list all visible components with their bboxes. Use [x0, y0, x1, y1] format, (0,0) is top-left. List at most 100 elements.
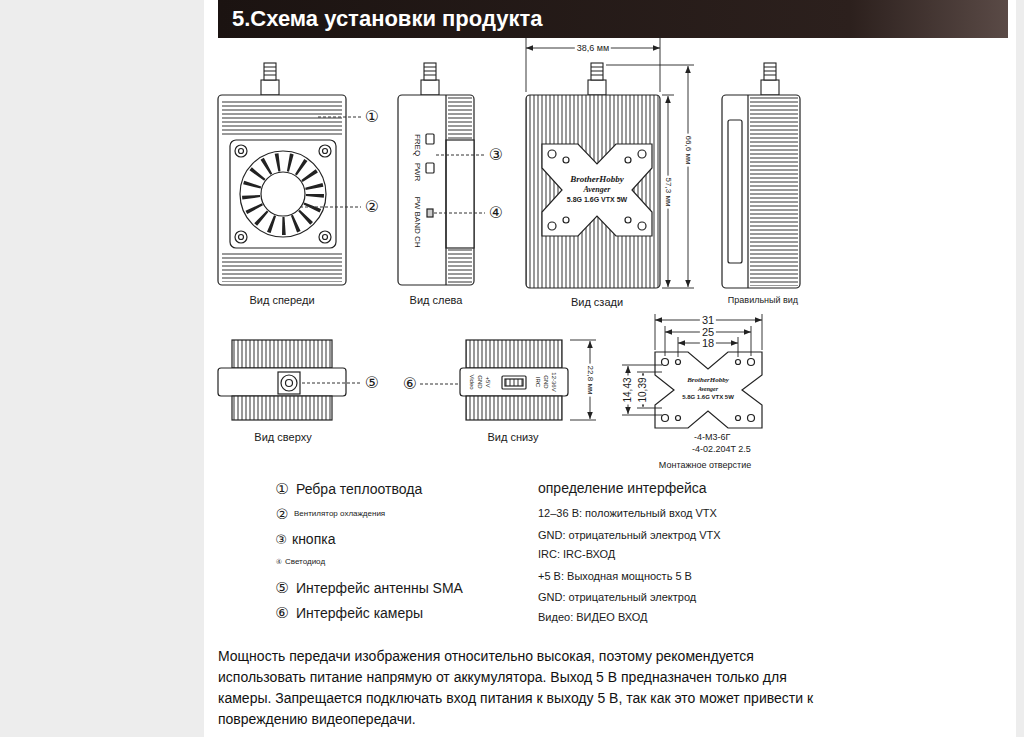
callout-number: ⑥ — [403, 376, 417, 392]
dimension-line — [622, 365, 662, 415]
right-view — [722, 63, 800, 288]
brand-marking: 5.8G 1.6G VTX 5W — [682, 394, 734, 401]
top-view — [232, 340, 332, 368]
front-view — [222, 251, 342, 282]
label-text: +5V — [485, 377, 492, 388]
bottom-view — [466, 340, 562, 368]
back-view — [526, 95, 660, 288]
dimension-line — [526, 36, 762, 420]
leader-line — [318, 117, 361, 118]
led — [427, 209, 433, 217]
right-view — [722, 95, 800, 288]
leader-line — [434, 213, 485, 214]
leader-line — [436, 155, 485, 156]
dimension-label: 31 — [700, 314, 716, 327]
back-view — [638, 222, 646, 230]
left-view — [398, 95, 474, 285]
sheet — [204, 0, 1016, 737]
label-text: Ребра теплоотвода — [296, 481, 422, 497]
label-text: Вид сзади — [571, 296, 623, 309]
back-view — [625, 157, 631, 163]
label-text: Интерфейс антенны SMA — [296, 580, 463, 596]
label-text: 12–36 В: положительный вход VTX — [538, 507, 717, 520]
front-view — [239, 235, 244, 240]
label-text: Правильный вид — [728, 295, 798, 305]
brand-marking: BrotherHobby — [687, 376, 729, 384]
front-view — [319, 145, 331, 157]
back-view — [563, 157, 569, 163]
dimension-label: 66,6 мм — [683, 134, 692, 167]
dimension-line — [570, 340, 596, 420]
back-view — [563, 217, 569, 223]
label-text: GND — [477, 375, 484, 388]
label-text: Вид слева — [410, 294, 463, 307]
back-view — [588, 63, 606, 95]
fan-blades — [251, 162, 315, 226]
label-text: определение интерфейса — [538, 480, 707, 496]
mounting-plate — [655, 352, 762, 428]
top-view — [232, 396, 332, 420]
back-view — [548, 222, 556, 230]
bottom-view — [460, 368, 568, 396]
mounting-plate — [662, 415, 669, 422]
label-text: FREQ — [412, 134, 421, 156]
dimension-label: 14,43 — [622, 375, 634, 404]
front-view — [235, 231, 247, 243]
right-view — [761, 63, 779, 95]
label-text: PWR — [412, 163, 421, 182]
label-text: +5 В: Выходная мощность 5 В — [538, 570, 692, 583]
button — [426, 134, 434, 144]
dimension-line — [526, 36, 660, 92]
front-view — [230, 140, 336, 248]
mounting-plate — [662, 359, 669, 366]
label-text: Интерфейс камеры — [296, 605, 423, 621]
dimension-label: 22,8 мм — [585, 364, 594, 397]
bottom-view — [466, 396, 562, 420]
back-view — [625, 217, 631, 223]
callout-number: ④ — [276, 559, 282, 566]
brand-marking: BrotherHobby — [570, 174, 624, 184]
connector-pins — [505, 379, 523, 386]
label-text: IRC — [535, 377, 542, 387]
callout-number: ② — [276, 507, 289, 521]
back-view — [548, 150, 556, 158]
label-text: Вид сверху — [254, 431, 311, 444]
brand-marking: Avenger — [584, 185, 611, 194]
front-view — [222, 99, 342, 137]
callout-number: ⑤ — [365, 375, 379, 391]
front-view — [323, 235, 328, 240]
mounting-plate — [655, 352, 762, 428]
mount-plate — [542, 144, 652, 236]
left-view — [421, 63, 439, 95]
mounting-plate — [676, 416, 681, 421]
leader-line — [302, 383, 361, 384]
callout-number: ③ — [275, 533, 287, 546]
mounting-plate — [748, 415, 755, 422]
front-view — [240, 151, 326, 237]
bottom-view — [460, 340, 568, 420]
right-view — [750, 97, 798, 286]
leader-line — [300, 207, 361, 208]
leader-line — [300, 117, 485, 384]
label-text: Монтажное отверстие — [659, 460, 751, 470]
label-text: Video — [469, 374, 476, 389]
mounting-plate — [736, 360, 741, 365]
mounting-plate — [736, 416, 741, 421]
callout-number: ⑤ — [275, 581, 288, 596]
back-view — [638, 150, 646, 158]
top-view — [286, 380, 293, 387]
brand-marking: Avenger — [698, 386, 718, 393]
label-text: GND: отрицательный электрод VTX — [538, 529, 721, 542]
left-view — [446, 140, 474, 248]
top-view — [218, 368, 346, 396]
brand-marking: 5.8G 1.6G VTX 5W — [567, 196, 627, 204]
callout-number: ⑥ — [275, 606, 288, 621]
dimension-line — [688, 66, 689, 287]
left-view — [445, 95, 446, 285]
label-text: IRC: IRC-ВХОД — [538, 548, 615, 561]
header-bar — [218, 0, 1008, 38]
label-text: PW BAND CH — [412, 196, 421, 247]
label-text: -4-M3-6Г — [694, 432, 730, 442]
front-view — [218, 95, 346, 285]
